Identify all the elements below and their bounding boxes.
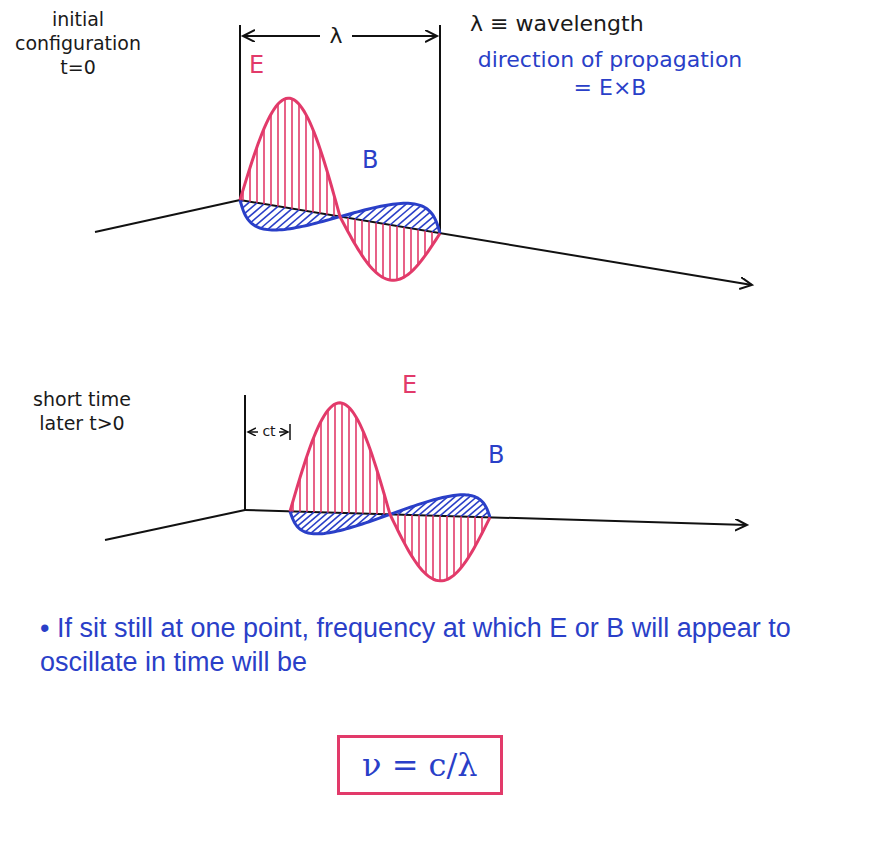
propagation-axis xyxy=(240,200,752,285)
propagation-note: direction of propagation = E×B xyxy=(470,46,750,101)
e-field-hatch xyxy=(424,231,426,256)
label-text: λ ≡ wavelength xyxy=(470,11,644,36)
field-label: E xyxy=(249,50,273,80)
label-text: E xyxy=(249,51,264,79)
e-field-hatch xyxy=(474,517,476,547)
b-field-hatch xyxy=(295,512,307,523)
e-field-hatch xyxy=(291,99,293,209)
e-field-hatch xyxy=(312,130,314,213)
b-field-hatch xyxy=(468,503,484,516)
e-field-hatch xyxy=(432,516,434,579)
e-field-hatch xyxy=(417,230,419,265)
e-field-hatch xyxy=(334,404,336,513)
e-field-curve xyxy=(240,98,440,280)
wavelength-arrow xyxy=(243,35,320,37)
label-text: E xyxy=(402,371,417,399)
e-field-hatch xyxy=(446,516,448,579)
formula-text: ν = c/λ xyxy=(362,746,478,784)
label-text: short time later t>0 xyxy=(33,388,131,434)
e-field-hatch xyxy=(404,515,406,545)
label-text: • If sit still at one point, frequency a… xyxy=(40,613,791,677)
e-field-hatch xyxy=(403,227,405,277)
b-field-hatch xyxy=(297,512,314,526)
wavelength-bound xyxy=(439,25,441,233)
e-field-hatch xyxy=(467,517,469,558)
e-field-hatch xyxy=(425,515,427,574)
vertical-axis xyxy=(244,395,246,510)
e-field-hatch xyxy=(375,223,377,273)
dimension-label: λ xyxy=(324,22,348,50)
field-label: E xyxy=(402,370,426,400)
e-field-hatch xyxy=(306,456,308,512)
label-text: λ xyxy=(329,23,342,48)
e-field-hatch xyxy=(256,147,258,203)
e-field-hatch xyxy=(298,104,300,210)
field-label: B xyxy=(488,440,512,470)
e-field-hatch xyxy=(439,516,441,581)
definition-note: λ ≡ wavelength xyxy=(470,10,730,38)
panel-heading: short time later t>0 xyxy=(12,388,152,436)
depth-axis xyxy=(105,510,245,540)
e-field-hatch xyxy=(396,226,398,280)
e-field-hatch xyxy=(361,220,363,255)
e-field-hatch xyxy=(369,449,371,514)
e-field-hatch xyxy=(382,224,384,278)
shift-label: ct xyxy=(259,423,279,441)
e-field-hatch xyxy=(305,115,307,211)
shift-arrow xyxy=(278,431,288,433)
e-field-hatch xyxy=(348,407,350,513)
panel-heading: initial configuration t=0 xyxy=(8,8,148,79)
e-field-hatch xyxy=(327,410,329,512)
e-field-hatch xyxy=(418,515,420,566)
label-text: initial configuration t=0 xyxy=(15,8,141,78)
vertical-axis xyxy=(239,25,241,200)
e-field-hatch xyxy=(319,149,321,214)
e-field-hatch xyxy=(389,225,391,280)
e-field-hatch xyxy=(341,403,343,513)
b-field-hatch xyxy=(251,205,271,222)
label-text: ct xyxy=(262,423,275,439)
e-field-hatch xyxy=(368,222,370,265)
e-field-hatch xyxy=(355,417,357,513)
wavelength-arrow xyxy=(352,35,437,37)
e-field-hatch xyxy=(453,516,455,575)
e-field-hatch xyxy=(284,99,286,208)
depth-axis xyxy=(95,200,240,232)
e-field-hatch xyxy=(313,437,315,512)
formula-box: ν = c/λ xyxy=(337,735,503,795)
b-field-hatch xyxy=(411,212,430,229)
e-field-hatch xyxy=(460,516,462,567)
label-text: direction of propagation = E×B xyxy=(478,47,743,100)
wave-group xyxy=(240,98,490,581)
e-field-hatch xyxy=(263,129,265,204)
field-label: B xyxy=(362,145,386,175)
label-text: B xyxy=(488,441,504,469)
label-text: B xyxy=(362,146,378,174)
explanation-text: • If sit still at one point, frequency a… xyxy=(40,612,840,680)
e-field-hatch xyxy=(410,229,412,272)
b-field-hatch xyxy=(418,216,434,229)
shift-tick xyxy=(289,424,291,440)
e-field-curve xyxy=(290,403,490,581)
shift-arrow xyxy=(248,431,258,433)
e-field-hatch xyxy=(277,104,279,206)
e-field-hatch xyxy=(320,421,322,512)
e-field-hatch xyxy=(411,515,413,556)
e-field-hatch xyxy=(270,114,272,205)
b-field-hatch xyxy=(247,204,264,218)
e-field-hatch xyxy=(362,431,364,514)
